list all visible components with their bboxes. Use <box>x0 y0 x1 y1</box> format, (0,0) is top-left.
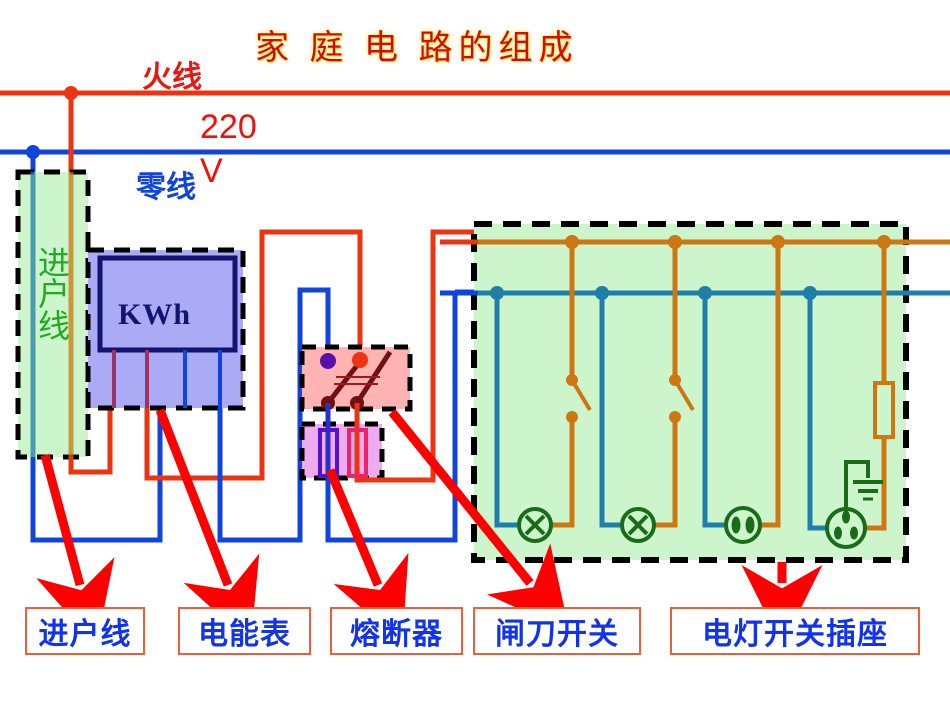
page-title: 家 庭 电 路的组成 <box>255 30 579 67</box>
callout-box-energy-meter: 电能表 <box>178 607 311 655</box>
earth-ground-icon <box>844 460 883 512</box>
meter-input-wires <box>30 405 163 543</box>
fuse-icon <box>873 381 895 439</box>
hot-wire-label: 火线 <box>142 61 202 94</box>
energy-meter-label: KWh <box>118 298 192 331</box>
socket-three-pin-icon <box>825 507 867 549</box>
meter-output-wires <box>144 229 363 543</box>
main-neutral-line <box>0 145 950 159</box>
callout-arrows <box>36 408 823 646</box>
callout-label-fuse: 熔断器 <box>350 618 443 651</box>
fuse-box <box>299 403 385 481</box>
callout-label-lamp-switch-socket: 电灯开关插座 <box>702 618 888 651</box>
callout-label-knife-switch: 闸刀开关 <box>495 618 619 651</box>
energy-meter <box>85 247 246 411</box>
callout-box-knife-switch: 闸刀开关 <box>473 607 641 655</box>
callout-box-fuse: 熔断器 <box>330 607 463 655</box>
callout-label-energy-meter: 电能表 <box>198 618 291 651</box>
service-drop-label: 进户线 <box>37 245 70 344</box>
callout-label-service-drop: 进户线 <box>38 618 132 651</box>
callout-box-service-drop: 进户线 <box>25 607 145 655</box>
branch-lamp-1 <box>494 242 592 543</box>
branch-lamp-2 <box>599 242 695 543</box>
branch-socket-3pin <box>807 242 895 549</box>
neutral-wire-label: 零线 <box>136 171 196 204</box>
service-drop-box <box>15 169 91 460</box>
voltage-value-label: 220 <box>200 108 257 146</box>
branch-socket-2pin <box>702 242 781 544</box>
switch-icon-lamp-1[interactable] <box>566 374 592 423</box>
switch-icon-lamp-2[interactable] <box>669 374 695 423</box>
socket-two-pin-icon <box>724 506 762 544</box>
lamp-icon-2 <box>620 507 656 543</box>
distribution-board <box>440 221 950 563</box>
knife-switch[interactable] <box>299 344 413 412</box>
lamp-icon-1 <box>517 507 553 543</box>
callout-box-lamp-switch-socket: 电灯开关插座 <box>670 607 920 655</box>
voltage-unit-label: V <box>200 152 223 190</box>
